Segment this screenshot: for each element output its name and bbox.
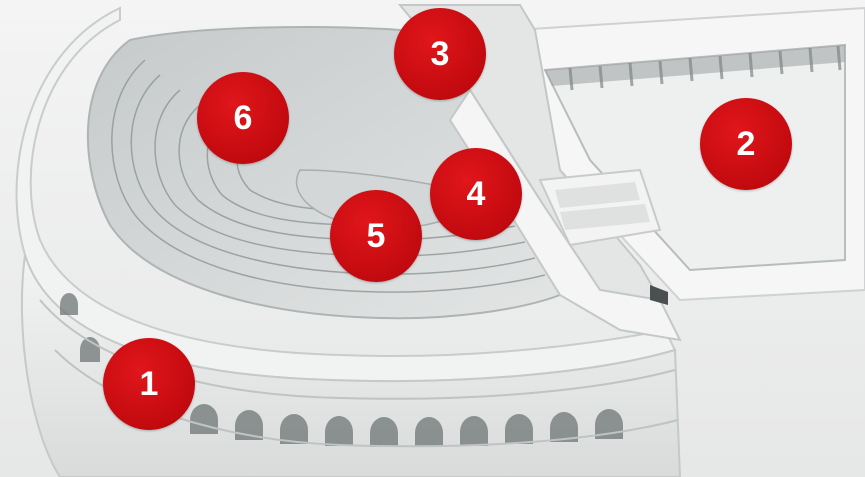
marker-1[interactable]: 1 [103,338,195,430]
marker-6[interactable]: 6 [197,72,289,164]
marker-3[interactable]: 3 [394,8,486,100]
marker-2[interactable]: 2 [700,98,792,190]
marker-5[interactable]: 5 [330,190,422,282]
marker-4[interactable]: 4 [430,148,522,240]
